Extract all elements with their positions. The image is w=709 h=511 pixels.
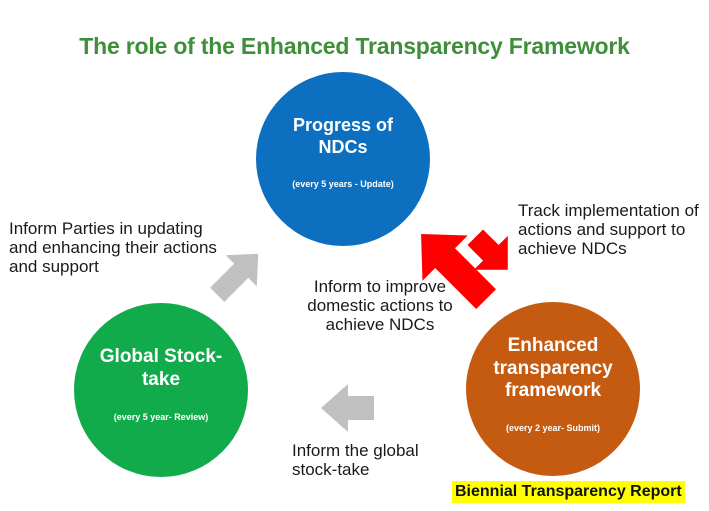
arrow-gst-to-ndc-shape — [210, 253, 259, 302]
arrow-ndc-to-etf — [467, 229, 508, 270]
node-ndc-sub: (every 5 years - Update) — [292, 178, 394, 189]
node-progress-of-ndcs: Progress of NDCs (every 5 years - Update… — [256, 72, 430, 246]
node-etf-label: Enhanced transparency framework — [493, 334, 613, 402]
arrow-ndc-to-etf-shape — [467, 229, 508, 270]
node-gst-sub: (every 5 year- Review) — [113, 411, 209, 422]
arrow-etf-to-gst-shape — [321, 384, 374, 432]
edge-label-ndc-to-etf: Track implementation of actions and supp… — [518, 201, 699, 258]
arrow-etf-to-gst — [321, 384, 374, 432]
diagram-title: The role of the Enhanced Transparency Fr… — [79, 33, 630, 59]
arrow-etf-to-ndc — [421, 234, 497, 310]
edge-label-etf-to-gst: Inform the global stock-take — [292, 441, 419, 479]
node-etf-sub: (every 2 year- Submit) — [505, 423, 601, 434]
arrow-gst-to-ndc — [210, 253, 259, 302]
node-enhanced-transparency-framework: Enhanced transparency framework (every 2… — [466, 302, 640, 476]
arrow-etf-to-ndc-shape — [421, 234, 497, 310]
edge-label-gst-to-ndc: Inform Parties in updating and enhancing… — [9, 219, 217, 276]
node-global-stocktake: Global Stock-take (every 5 year- Review) — [74, 303, 248, 477]
node-ndc-label: Progress of NDCs — [292, 115, 394, 157]
biennial-report-badge: Biennial Transparency Report — [452, 481, 685, 503]
node-gst-label: Global Stock-take — [99, 346, 223, 390]
edge-label-etf-to-ndc: Inform to improve domestic actions to ac… — [307, 277, 453, 334]
